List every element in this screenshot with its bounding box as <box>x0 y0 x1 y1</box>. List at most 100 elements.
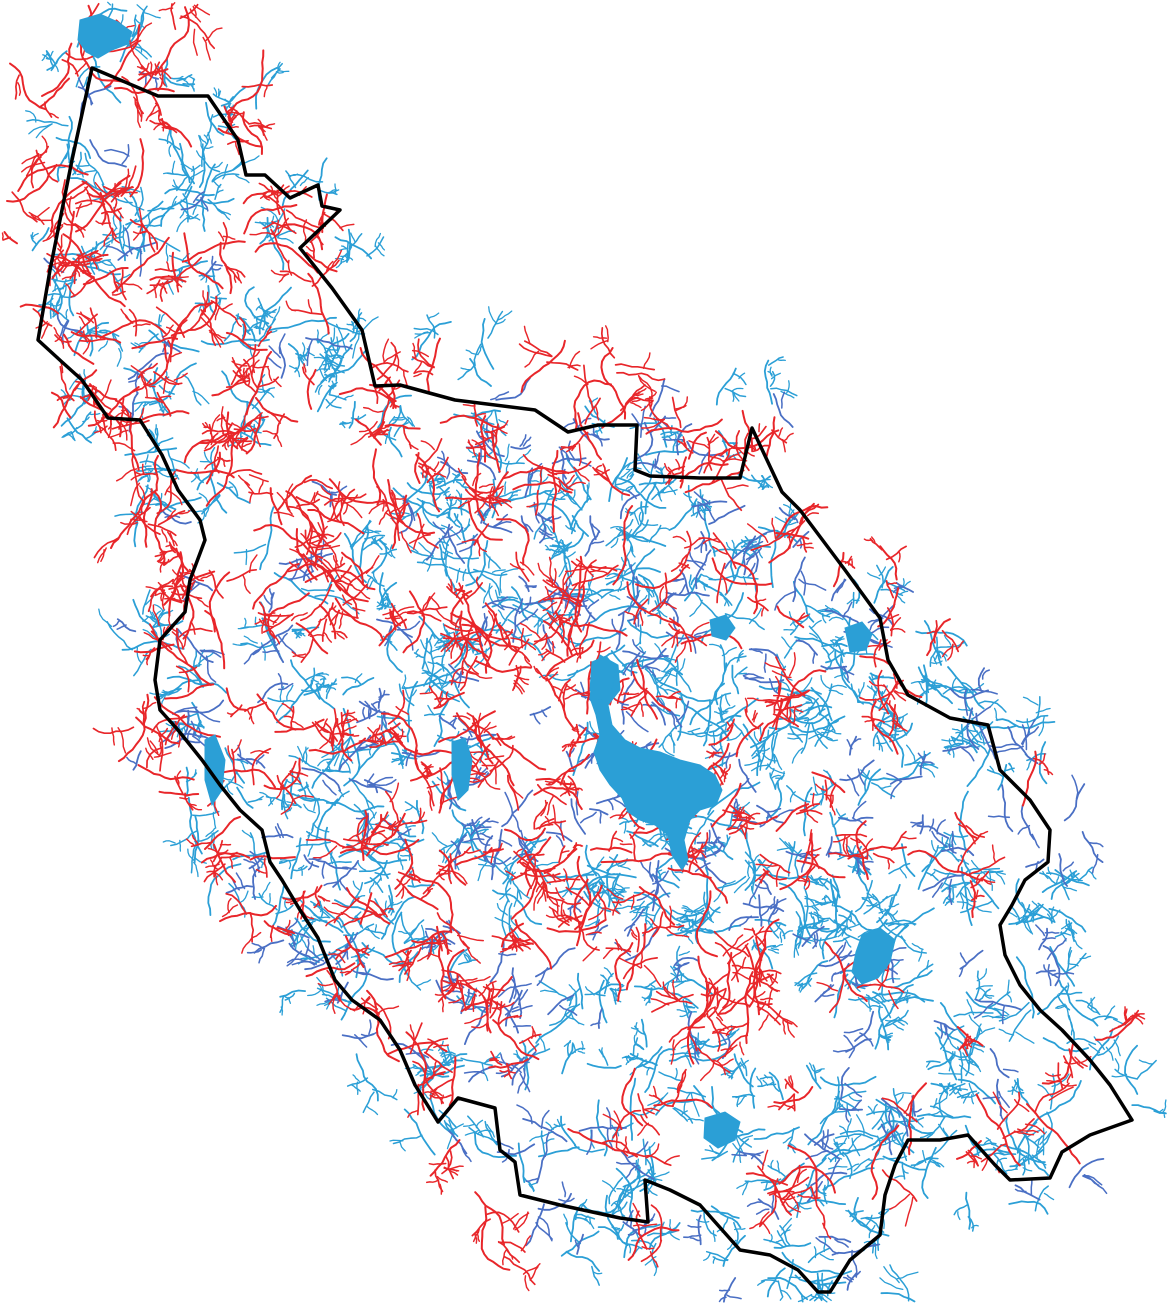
stream-segment <box>584 530 600 557</box>
stream-segment <box>228 110 238 122</box>
stream-segment <box>517 888 530 899</box>
stream-segment <box>389 502 407 515</box>
stream-segment <box>70 278 93 298</box>
stream-segment <box>451 809 488 863</box>
stream-segment <box>261 315 266 331</box>
stream-segment <box>31 231 34 240</box>
stream-segment <box>792 933 809 942</box>
stream-segment <box>74 62 87 75</box>
stream-segment <box>882 1155 927 1171</box>
stream-segment <box>813 1272 824 1302</box>
stream-segment <box>861 896 875 899</box>
stream-segment <box>325 573 339 592</box>
stream-segment <box>660 601 677 610</box>
stream-segment <box>568 1047 586 1056</box>
stream-segment <box>970 894 985 901</box>
stream-segment <box>674 871 683 874</box>
stream-segment <box>161 528 168 543</box>
stream-segment <box>731 664 740 695</box>
stream-segment <box>822 1222 832 1240</box>
stream-segment <box>698 450 711 475</box>
stream-segment <box>787 737 801 740</box>
stream-segment <box>500 568 519 575</box>
stream-segment <box>30 234 38 246</box>
stream-segment <box>571 489 576 500</box>
stream-segment <box>154 584 162 596</box>
stream-segment <box>798 1204 812 1210</box>
stream-segment <box>495 377 531 401</box>
stream-segment <box>377 832 389 840</box>
stream-segment <box>65 309 69 320</box>
stream-segment <box>315 683 322 686</box>
stream-segment <box>811 918 824 929</box>
stream-segment <box>331 395 340 404</box>
stream-segment <box>711 782 742 828</box>
stream-segment <box>810 911 814 920</box>
stream-segment <box>14 74 20 100</box>
stream-segment <box>509 563 525 571</box>
stream-segment <box>635 926 640 953</box>
stream-segment <box>156 553 163 562</box>
stream-segment <box>389 405 402 427</box>
stream-segment <box>444 826 465 864</box>
stream-segment <box>349 314 360 343</box>
stream-segment <box>823 984 835 994</box>
stream-segment <box>965 991 1003 1017</box>
stream-segment <box>66 417 92 444</box>
stream-segment <box>467 500 503 541</box>
stream-segment <box>518 343 553 358</box>
stream-segment <box>669 905 673 929</box>
stream-segment <box>49 294 54 319</box>
stream-segment <box>930 871 936 877</box>
stream-segment <box>323 319 366 335</box>
stream-segment <box>627 1231 638 1236</box>
stream-segment <box>885 1032 894 1037</box>
stream-segment <box>378 572 387 609</box>
stream-segment <box>319 356 328 369</box>
stream-segment <box>589 515 597 541</box>
stream-segment <box>288 365 297 370</box>
stream-segment <box>1065 918 1075 934</box>
stream-segment <box>731 387 744 392</box>
stream-segment <box>790 715 846 734</box>
stream-segment <box>397 828 412 839</box>
stream-segment <box>65 283 75 296</box>
stream-segment <box>568 984 577 993</box>
stream-segment <box>162 172 174 175</box>
stream-segment <box>578 622 591 659</box>
stream-segment <box>749 1067 757 1109</box>
stream-segment <box>733 876 751 894</box>
stream-segment <box>235 174 250 184</box>
stream-segment <box>671 667 692 693</box>
stream-segment <box>350 431 373 446</box>
stream-segment <box>614 363 656 371</box>
stream-segment <box>648 602 662 613</box>
stream-segment <box>958 1033 969 1051</box>
stream-segment <box>859 1032 874 1047</box>
stream-segment <box>67 433 76 442</box>
stream-segment <box>981 1015 1006 1019</box>
stream-segment <box>398 930 411 935</box>
stream-segment <box>205 146 214 149</box>
stream-segment <box>942 1049 973 1059</box>
stream-segment <box>774 774 785 790</box>
stream-segment <box>674 980 686 988</box>
stream-segment <box>1111 1073 1128 1078</box>
stream-segment <box>1051 909 1061 920</box>
stream-segment <box>803 542 813 545</box>
stream-segment <box>199 649 225 656</box>
stream-segment <box>136 42 143 53</box>
stream-segment <box>94 181 108 196</box>
stream-segment <box>158 790 200 797</box>
stream-segment <box>514 1211 529 1231</box>
stream-segment <box>178 509 191 515</box>
stream-segment <box>428 685 442 706</box>
stream-segment <box>427 704 435 716</box>
stream-segment <box>544 815 550 824</box>
stream-segment <box>807 1090 840 1146</box>
stream-segment <box>1019 904 1031 923</box>
stream-segment <box>750 648 763 654</box>
stream-segment <box>602 974 610 984</box>
stream-segment <box>878 908 889 914</box>
stream-segment <box>519 1072 531 1093</box>
